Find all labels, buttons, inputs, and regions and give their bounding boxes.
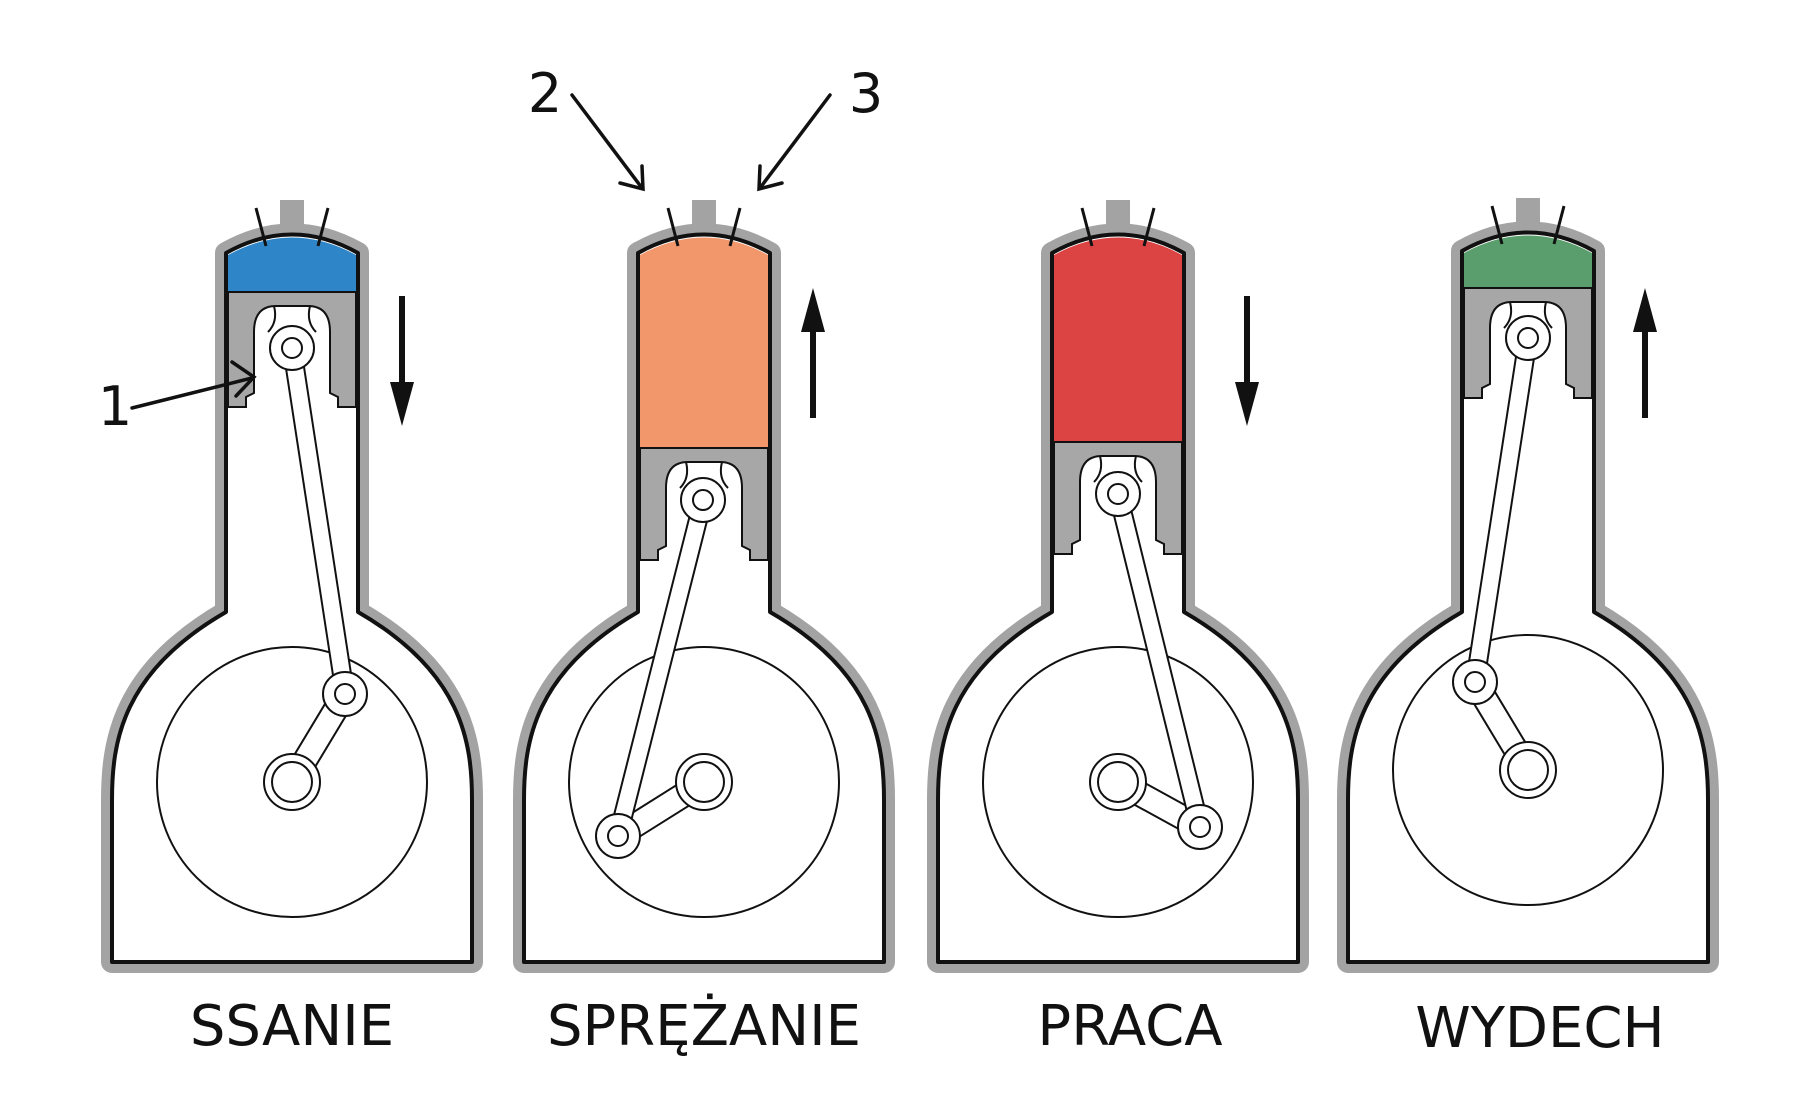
exhaust-valve-icon xyxy=(1552,205,1566,245)
callout-arrow-3 xyxy=(757,93,832,192)
stroke-label-exhaust: WYDECH xyxy=(1415,996,1664,1061)
exhaust-valve-icon xyxy=(1142,207,1156,247)
crank-pin-inner xyxy=(1464,671,1486,693)
arrow-down-icon xyxy=(390,382,414,426)
intake-valve-icon xyxy=(1490,205,1504,245)
combustion-chamber-gas xyxy=(228,237,356,292)
stroke-label-power: PRACA xyxy=(1037,994,1222,1059)
piston xyxy=(227,291,357,408)
crank-pin-inner xyxy=(1189,816,1211,838)
callout-arrow-1 xyxy=(130,360,257,410)
piston-boss xyxy=(1503,301,1553,329)
crankshaft-journal-inner xyxy=(1507,749,1549,791)
wrist-pin-inner xyxy=(281,337,303,359)
exhaust-valve-icon xyxy=(728,207,742,247)
engine-intake xyxy=(101,200,483,973)
piston xyxy=(1463,287,1593,399)
arrow-down-icon xyxy=(1235,382,1259,426)
engine-exhaust xyxy=(1337,198,1719,973)
piston-boss xyxy=(267,305,317,333)
stroke-label-compression: SPRĘŻANIE xyxy=(547,994,861,1059)
engine-compression xyxy=(513,200,895,973)
combustion-chamber-gas xyxy=(1464,235,1592,288)
engine-power xyxy=(927,200,1309,973)
piston xyxy=(1053,441,1183,555)
wrist-pin-inner xyxy=(1107,483,1129,505)
piston-boss xyxy=(1093,455,1143,483)
piston-boss xyxy=(679,461,729,489)
callout-number-3: 3 xyxy=(849,62,883,125)
arrow-up-icon xyxy=(1633,288,1657,332)
intake-valve-icon xyxy=(254,207,268,247)
stroke-label-intake: SSANIE xyxy=(190,994,394,1059)
callout-number-2: 2 xyxy=(528,62,562,125)
callout-number-1: 1 xyxy=(98,375,132,438)
crankshaft-journal-inner xyxy=(271,761,313,803)
crankshaft-journal-inner xyxy=(683,761,725,803)
intake-valve-icon xyxy=(1080,207,1094,247)
exhaust-valve-icon xyxy=(316,207,330,247)
intake-valve-icon xyxy=(666,207,680,247)
wrist-pin-inner xyxy=(1517,327,1539,349)
crank-pin-inner xyxy=(607,825,629,847)
arrow-up-icon xyxy=(801,288,825,332)
wrist-pin-inner xyxy=(692,489,714,511)
piston xyxy=(639,447,769,561)
crankshaft-journal-inner xyxy=(1097,761,1139,803)
engines-group xyxy=(101,198,1719,973)
combustion-chamber-gas xyxy=(640,237,768,448)
callout-arrow-2 xyxy=(570,93,645,192)
crank-pin-inner xyxy=(334,683,356,705)
combustion-chamber-gas xyxy=(1054,237,1182,442)
